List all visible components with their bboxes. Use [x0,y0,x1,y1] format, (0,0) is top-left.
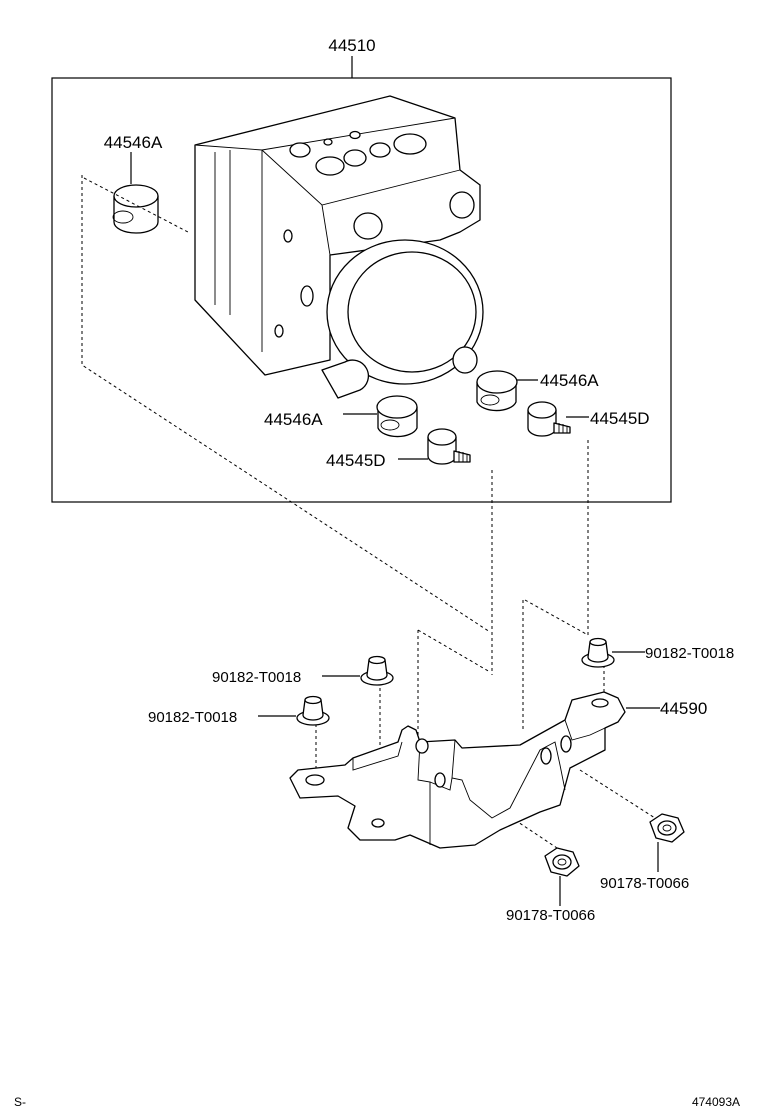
stud-right-label: 44545D [590,409,650,428]
bracket-label: 44590 [660,699,707,718]
cushion-lower [376,395,418,438]
cushion-right [476,370,518,412]
drawing-code: 474093A [692,1095,740,1109]
cushion-right-label: 44546A [540,371,599,390]
cushion-top-left [112,184,159,234]
nut-lower-label: 90178-T0066 [506,907,595,924]
footer-left-mark: S- [14,1095,26,1109]
bolt-mid [360,655,394,686]
assembly-part-number: 44510 [328,36,375,55]
assembly-frame [51,77,672,503]
cushion-lower-label: 44546A [264,410,323,429]
cushion-top-left-label: 44546A [104,133,163,152]
assembly-dashed-lines [81,175,656,851]
abs-actuator [194,95,484,399]
nut-right-label: 90178-T0066 [600,875,689,892]
bolt-top-right-label: 90182-T0018 [645,645,734,662]
bolt-mid-label: 90182-T0018 [212,669,301,686]
nut-right [649,813,685,843]
bolt-left [296,695,330,726]
stud-lower-label: 44545D [326,451,386,470]
bolt-top-right [581,637,615,668]
stud-right [527,401,571,437]
stud-lower [427,428,471,465]
bracket [289,691,626,849]
bolt-left-label: 90182-T0018 [148,709,237,726]
nut-lower [544,847,580,877]
